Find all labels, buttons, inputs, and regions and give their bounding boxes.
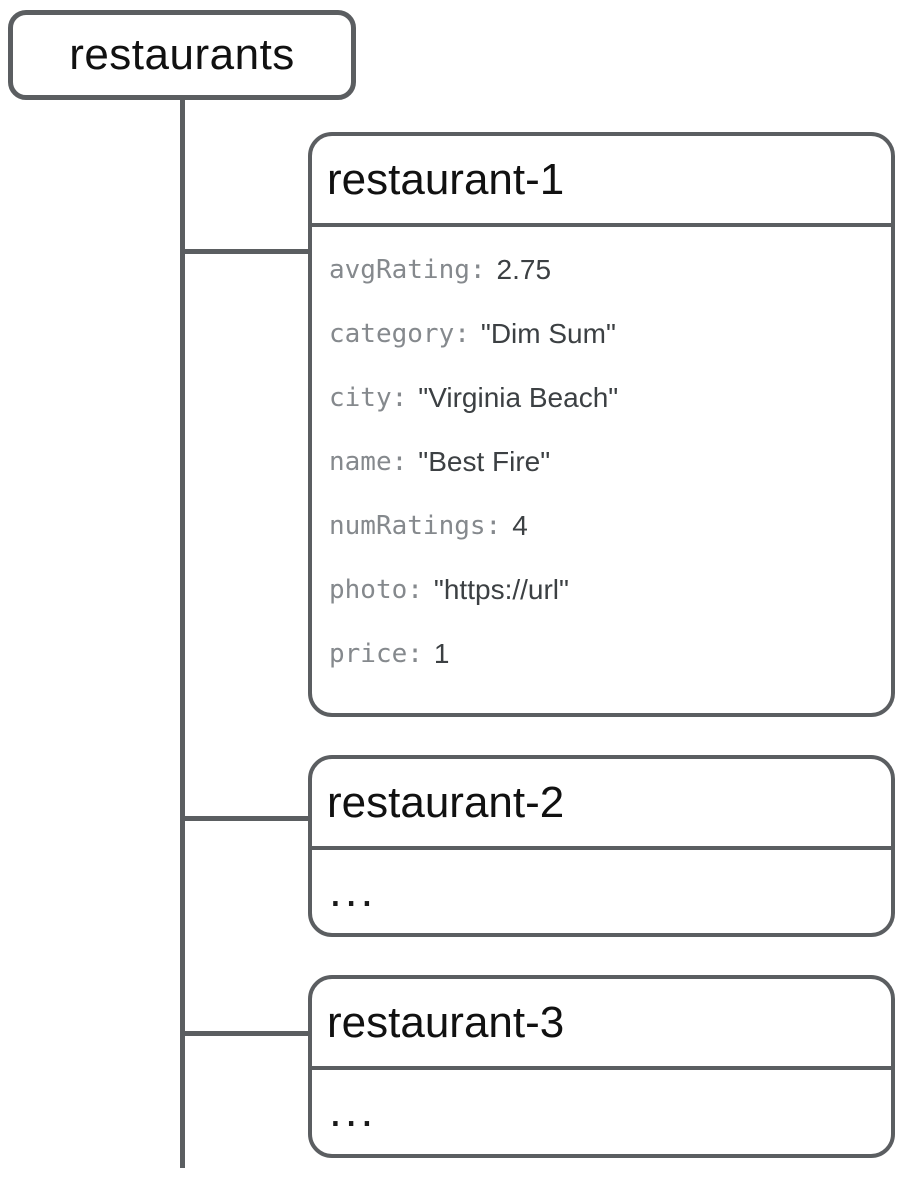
field-value: "https://url"	[433, 574, 569, 605]
document-title: restaurant-2	[327, 777, 565, 827]
collection-label: restaurants	[69, 30, 295, 79]
field-value: 4	[512, 510, 528, 541]
document-fields: avgRating: 2.75 category: "Dim Sum" city…	[312, 227, 891, 671]
field-row-price: price: 1	[329, 637, 881, 671]
field-row-photo: photo: "https://url"	[329, 573, 881, 607]
document-card-restaurant-1: restaurant-1 avgRating: 2.75 category: "…	[308, 132, 895, 717]
document-ellipsis: ...	[329, 1083, 377, 1136]
field-key: category:	[329, 319, 470, 349]
field-key: avgRating:	[329, 255, 486, 285]
field-value: 1	[433, 638, 450, 669]
field-row-numRatings: numRatings: 4	[329, 509, 881, 543]
document-ellipsis: ...	[329, 863, 377, 916]
field-row-name: name: "Best Fire"	[329, 445, 881, 479]
branch-line-restaurant-2	[183, 816, 310, 821]
collection-node-restaurants: restaurants	[8, 10, 356, 100]
document-card-restaurant-2: restaurant-2 ...	[308, 755, 895, 937]
field-key: price:	[329, 639, 423, 669]
document-card-header: restaurant-2	[312, 759, 891, 850]
tree-trunk-line	[180, 100, 185, 1168]
field-row-avgRating: avgRating: 2.75	[329, 253, 881, 287]
field-key: numRatings:	[329, 511, 502, 541]
field-value: "Best Fire"	[418, 446, 551, 477]
document-title: restaurant-3	[327, 997, 565, 1047]
document-card-restaurant-3: restaurant-3 ...	[308, 975, 895, 1158]
branch-line-restaurant-3	[183, 1031, 310, 1036]
document-card-header: restaurant-1	[312, 136, 891, 227]
document-title: restaurant-1	[327, 154, 565, 204]
field-key: photo:	[329, 575, 423, 605]
branch-line-restaurant-1	[183, 249, 310, 254]
field-key: city:	[329, 383, 408, 413]
field-row-city: city: "Virginia Beach"	[329, 381, 881, 415]
field-value: "Virginia Beach"	[418, 382, 619, 413]
field-row-category: category: "Dim Sum"	[329, 317, 881, 351]
field-value: 2.75	[496, 254, 552, 285]
field-key: name:	[329, 447, 408, 477]
document-card-header: restaurant-3	[312, 979, 891, 1070]
field-value: "Dim Sum"	[480, 318, 616, 349]
